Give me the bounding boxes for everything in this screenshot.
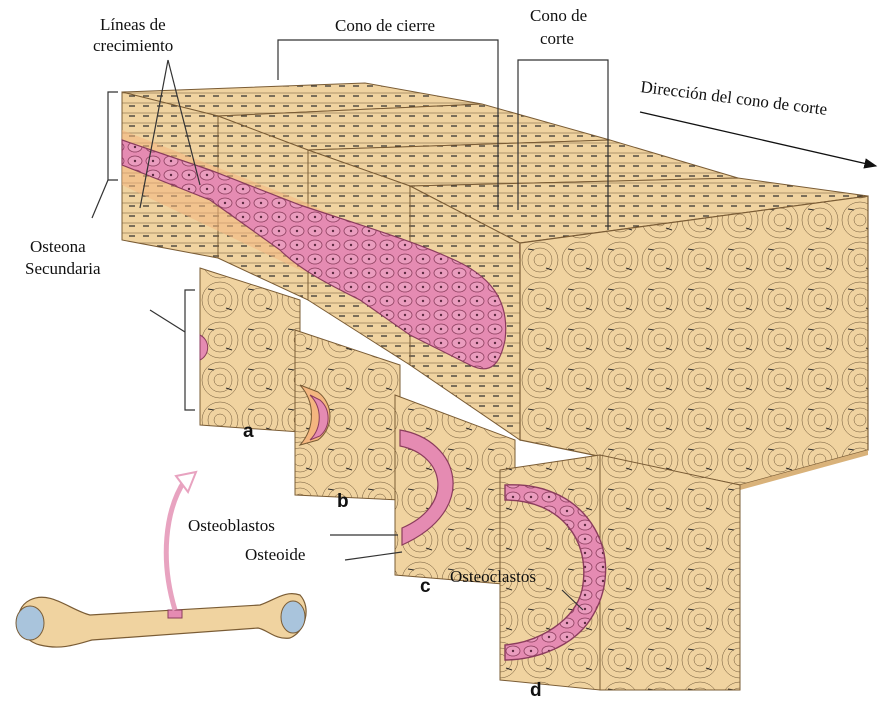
- label-cutting-cone-2: corte: [540, 29, 574, 48]
- label-secondary-osteon-1: Osteona: [30, 237, 86, 256]
- section-letter-b: b: [337, 491, 349, 512]
- label-growth-lines-2: crecimiento: [93, 36, 173, 55]
- label-osteoid: Osteoide: [245, 545, 305, 564]
- label-cutting-cone-1: Cono de: [530, 6, 587, 25]
- section-a: [200, 268, 300, 432]
- arrow-right-icon: [640, 112, 876, 166]
- section-letter-c: c: [420, 576, 431, 597]
- section-b: [295, 330, 400, 500]
- label-direction: Dirección del cono de corte: [640, 77, 829, 119]
- label-growth-lines-1: Líneas de: [100, 15, 166, 34]
- label-osteoclasts: Osteoclastos: [450, 567, 536, 586]
- arrow-up-icon: [166, 480, 185, 610]
- long-bone-icon: [16, 594, 306, 647]
- section-letter-a: a: [243, 421, 254, 442]
- label-closing-cone: Cono de cierre: [335, 16, 435, 35]
- label-osteoblasts: Osteoblastos: [188, 516, 275, 535]
- section-letter-d: d: [530, 680, 542, 701]
- label-secondary-osteon-2: Secundaria: [25, 259, 101, 278]
